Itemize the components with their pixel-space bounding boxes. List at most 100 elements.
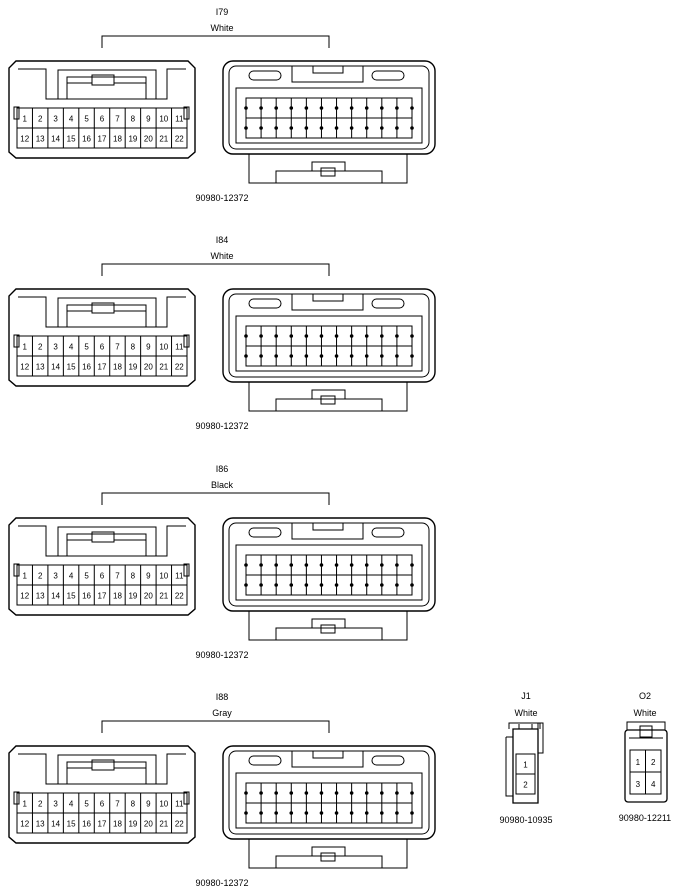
terminal-dot xyxy=(244,583,248,587)
inner-rim xyxy=(18,525,186,557)
pin-label: 10 xyxy=(159,800,168,809)
latch-top xyxy=(626,721,666,730)
terminal-dot xyxy=(289,126,294,130)
pin-label: 3 xyxy=(53,343,58,352)
lock-frame-outer xyxy=(57,69,157,99)
terminal-dot xyxy=(364,106,369,110)
terminal-dot xyxy=(274,106,278,110)
pin-label: 21 xyxy=(159,363,168,372)
lock-tab xyxy=(91,531,115,543)
terminal-dot xyxy=(304,791,309,795)
pin-label: 14 xyxy=(51,820,60,829)
pairing-bracket xyxy=(101,263,330,276)
terminal-dot xyxy=(289,334,294,338)
pin-label: 2 xyxy=(651,758,656,767)
terminal-dot xyxy=(410,126,414,130)
housing-outline xyxy=(512,728,539,804)
terminal-dot xyxy=(319,126,324,130)
pin-label: 19 xyxy=(128,820,137,829)
pin-label: 21 xyxy=(159,820,168,829)
terminal-dot xyxy=(304,126,309,130)
terminal-dot xyxy=(244,106,248,110)
slot-right xyxy=(371,527,405,538)
pin-label: 12 xyxy=(20,592,29,601)
housing-inner-edge xyxy=(228,522,430,607)
terminal-dot xyxy=(259,811,263,815)
terminal-dot xyxy=(380,334,384,338)
terminal-dot xyxy=(395,791,399,795)
pin-label: 11 xyxy=(175,343,184,352)
pin-label: 7 xyxy=(115,115,120,124)
connector-color-label: Black xyxy=(211,480,234,490)
housing-outline xyxy=(624,729,668,803)
slot-left xyxy=(248,527,282,538)
terminal-dot xyxy=(380,583,384,587)
pin-label: 18 xyxy=(113,363,122,372)
terminal-dot xyxy=(274,126,278,130)
pin-label: 4 xyxy=(69,343,74,352)
housing-outline xyxy=(8,745,196,844)
terminal-dot xyxy=(304,583,309,587)
terminal-dot xyxy=(380,811,384,815)
lower-lock xyxy=(311,846,346,856)
connector-color-label: White xyxy=(514,708,537,718)
terminal-dot xyxy=(395,583,399,587)
connector-id-label: J1 xyxy=(521,691,531,701)
terminal-dot xyxy=(334,583,339,587)
lock-tab xyxy=(91,74,115,86)
pin-label: 4 xyxy=(69,115,74,124)
lock-frame-inner xyxy=(66,76,147,99)
terminal-dot xyxy=(349,106,354,110)
terminal-dot xyxy=(259,563,263,567)
lower-lock-tab xyxy=(320,852,336,862)
lower-rim xyxy=(275,627,383,640)
pin-label: 9 xyxy=(146,572,151,581)
lock-ramp xyxy=(312,65,344,74)
terminal-dot xyxy=(395,126,399,130)
pin-label: 13 xyxy=(36,135,45,144)
pin-label: 2 xyxy=(523,781,528,790)
housing-inner-edge xyxy=(228,65,430,150)
pin-label: 5 xyxy=(84,572,89,581)
terminal-dot xyxy=(410,811,414,815)
pin-label: 2 xyxy=(38,800,43,809)
terminal-dot xyxy=(410,791,414,795)
terminal-dot xyxy=(259,106,263,110)
terminal-dot xyxy=(410,106,414,110)
pin-label: 2 xyxy=(38,572,43,581)
part-number-label: 90980-12372 xyxy=(195,878,248,888)
pin-label: 19 xyxy=(128,592,137,601)
lock-guide xyxy=(291,751,364,768)
inner-rim xyxy=(18,68,186,100)
pin-label: 12 xyxy=(20,135,29,144)
terminal-dot xyxy=(380,563,384,567)
terminal-dot xyxy=(244,811,248,815)
pin-label: 1 xyxy=(636,758,641,767)
connector-color-label: White xyxy=(633,708,656,718)
terminal-dot xyxy=(259,354,263,358)
lower-rim xyxy=(275,855,383,868)
inner-rim xyxy=(18,753,186,785)
terminal-dot xyxy=(259,791,263,795)
pin-label: 17 xyxy=(98,592,107,601)
pin-label: 8 xyxy=(131,572,136,581)
pin-label: 11 xyxy=(175,800,184,809)
pin-label: 3 xyxy=(53,572,58,581)
pin-label: 8 xyxy=(131,115,136,124)
terminal-dot xyxy=(304,334,309,338)
terminal-dot xyxy=(289,583,294,587)
lock-frame-inner xyxy=(66,761,147,784)
pin-label: 9 xyxy=(146,343,151,352)
terminal-dot xyxy=(289,563,294,567)
terminal-dot xyxy=(274,811,278,815)
part-number-label: 90980-10935 xyxy=(499,815,552,825)
terminal-dot xyxy=(349,126,354,130)
lower-skirt xyxy=(248,839,408,869)
lock-ramp xyxy=(312,522,344,531)
terminal-dot xyxy=(410,354,414,358)
lock-frame-outer xyxy=(57,754,157,784)
lock-frame-outer xyxy=(57,297,157,327)
